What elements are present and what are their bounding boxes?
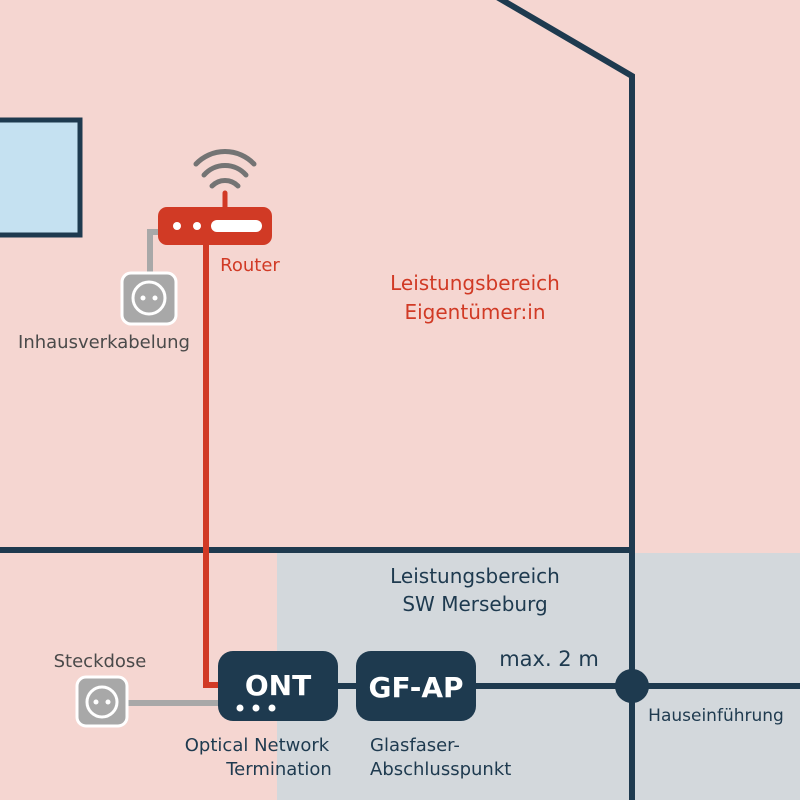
inhouse-cable (147, 229, 160, 278)
provider-area-title: Leistungsbereich (390, 564, 560, 588)
gfap-device (356, 651, 476, 721)
owner-area-title: Leistungsbereich (390, 271, 560, 295)
router-ont-cable (203, 245, 222, 688)
ont-label-line2: Termination (225, 759, 332, 780)
house-entry-point (615, 669, 649, 703)
wifi-icon (193, 149, 257, 189)
ont-label-line1: Optical Network (185, 735, 330, 756)
owner-area-subtitle: Eigentümer:in (404, 300, 545, 324)
socket-label: Steckdose (54, 651, 147, 672)
ont-device (218, 651, 338, 721)
inhouse-cabling-label: Inhausverkabelung (18, 332, 190, 353)
wall-socket-icon (120, 271, 178, 326)
window (0, 117, 83, 238)
power-socket-icon (75, 675, 129, 728)
provider-area (277, 553, 800, 800)
house-outline (496, 0, 635, 800)
provider-area-subtitle: SW Merseburg (402, 592, 547, 616)
router-icon (158, 149, 272, 245)
distance-label: max. 2 m (499, 647, 599, 671)
router-label: Router (220, 255, 280, 276)
gfap-label-line2: Abschlusspunkt (370, 759, 511, 780)
house-entry-label: Hauseinführung (648, 706, 784, 726)
gfap-box-label: GF-AP (368, 671, 463, 704)
gfap-label-line1: Glasfaser- (370, 735, 460, 756)
ont-box-label: ONT (245, 669, 311, 702)
